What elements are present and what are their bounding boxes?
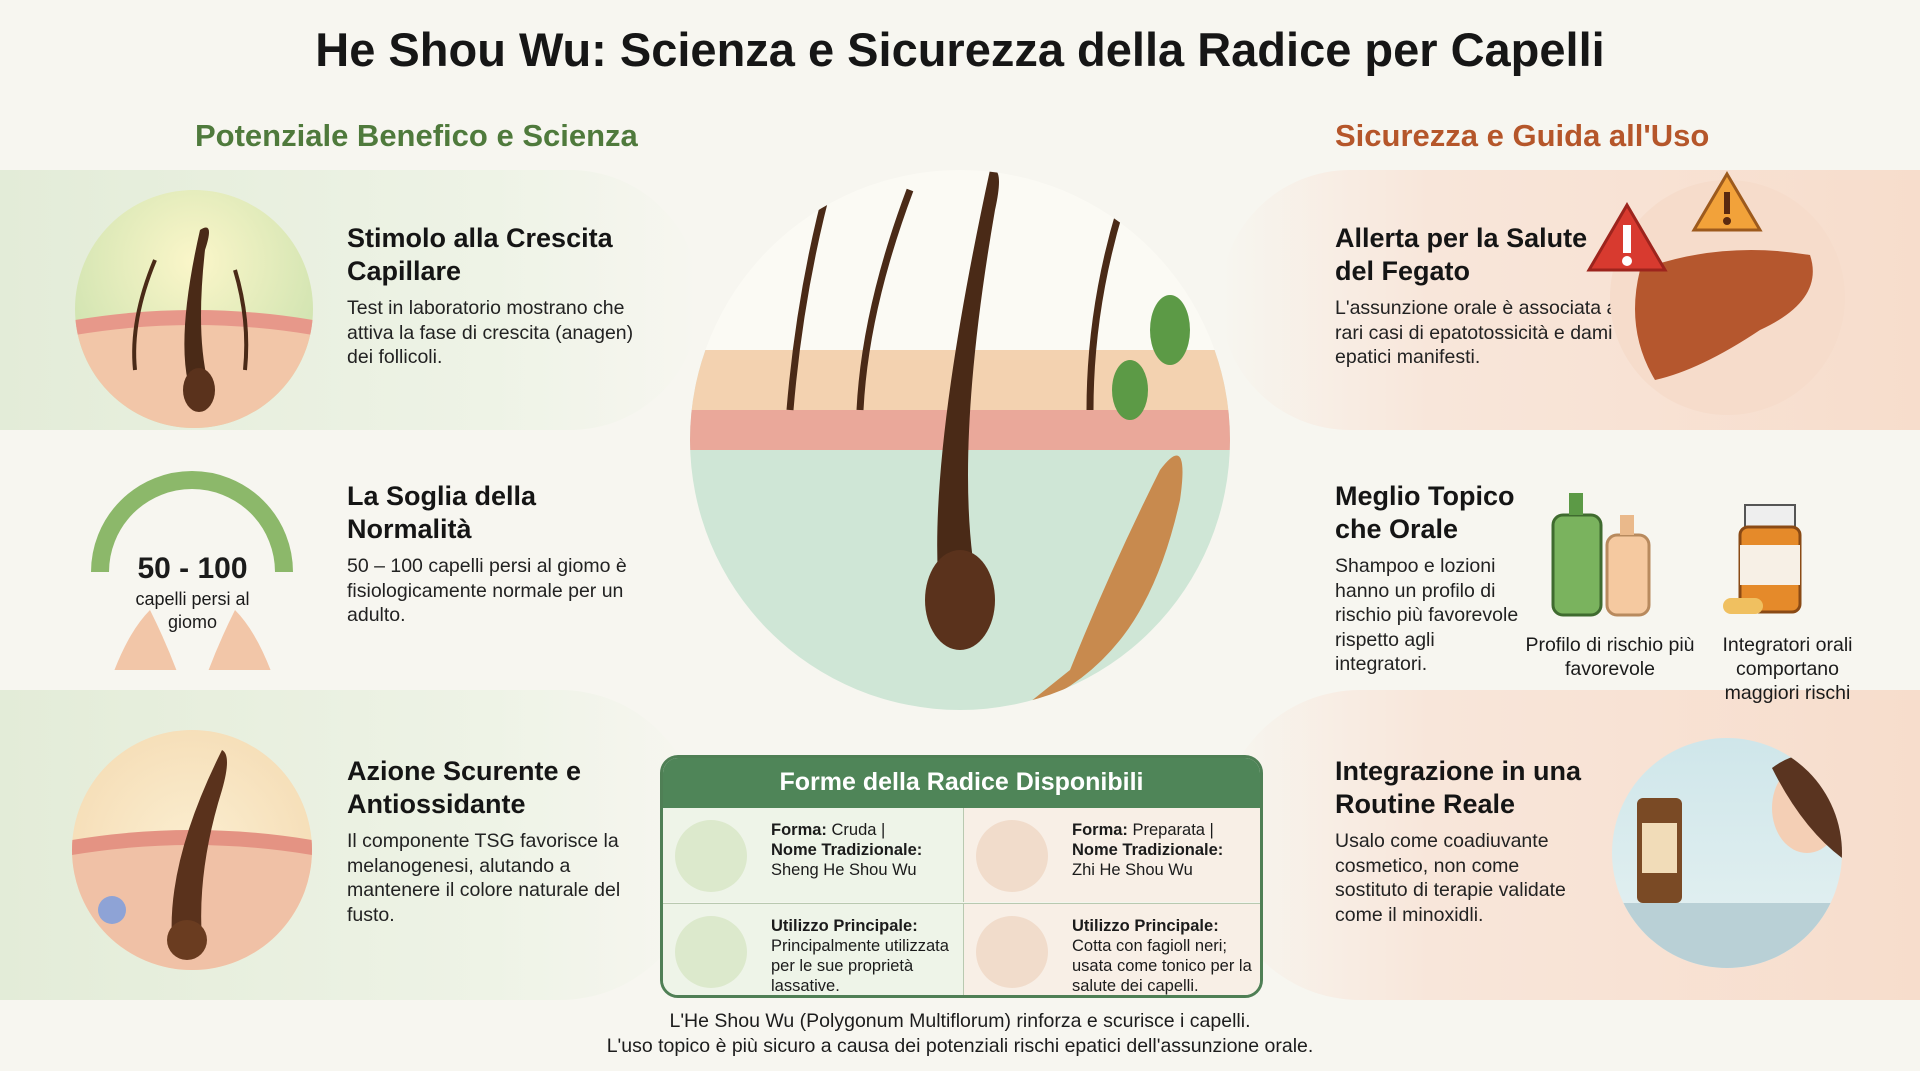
cell-value: Principalmente utilizzata per le sue pro… <box>771 937 949 995</box>
card-title: Allerta per la Salute del Fegato <box>1335 223 1588 286</box>
hair-growth-illustration <box>75 190 313 428</box>
root-forms-table: Forme della Radice Disponibili Forma: Cr… <box>660 755 1263 998</box>
cell-value: Zhi He Shou Wu <box>1072 861 1193 879</box>
melanin-illustration <box>72 730 312 970</box>
bathroom-routine-illustration <box>1612 738 1842 968</box>
prepared-root-icon <box>976 820 1048 892</box>
cell-label: Forma: <box>771 821 827 839</box>
card-title: Azione Scurente e Antiossidante <box>347 756 582 819</box>
table-cell-prepared-form: Forma: Preparata | Nome Tradizionale: Zhi … <box>963 808 1260 902</box>
root-icon <box>675 916 747 988</box>
topical-caption: Profilo di rischio più favorevole <box>1525 634 1695 680</box>
card-text: Test in laboratorio mostrano che attiva … <box>347 297 634 368</box>
card-title: Meglio Topico che Orale <box>1335 481 1515 544</box>
table-cell-raw-form: Forma: Cruda | Nome Tradizionale: Sheng He… <box>663 808 963 902</box>
card-liver-alert: Allerta per la Salute del Fegato L'assun… <box>1335 222 1625 370</box>
cell-value: Preparata | <box>1127 821 1214 839</box>
warning-icon <box>1586 202 1668 272</box>
cell-label: Forma: <box>1072 821 1128 839</box>
black-beans-bowl-icon <box>976 916 1048 988</box>
footer-line-1: L'He Shou Wu (Polygonum Multiflorum) rin… <box>669 1010 1251 1032</box>
left-heading: Potenziale Benefico e Scienza <box>195 118 638 153</box>
table-cell-raw-use: Utilizzo Principale: Principalmente utili… <box>663 903 963 995</box>
card-normal-threshold: La Soglia della Normalità 50 – 100 capel… <box>347 480 637 628</box>
footer-line-2: L'uso topico è più sicuro a causa dei po… <box>606 1035 1314 1057</box>
threshold-value: 50 - 100 <box>137 552 248 585</box>
table-title: Forme della Radice Disponibili <box>663 758 1260 808</box>
card-darkening: Azione Scurente e Antiossidante Il compo… <box>347 755 637 927</box>
cell-value: Cotta con fagioll neri; usata come tonic… <box>1072 937 1252 995</box>
card-title: La Soglia della Normalità <box>347 481 537 544</box>
card-text: Shampoo e lozioni hanno un profilo di ri… <box>1335 555 1519 675</box>
card-routine: Integrazione in una Routine Reale Usalo … <box>1335 755 1595 927</box>
card-topical-vs-oral: Meglio Topico che Orale Shampoo e lozion… <box>1335 480 1520 677</box>
hair-follicle-root-illustration <box>690 170 1230 710</box>
cell-label: Utilizzo Principale: <box>771 917 918 935</box>
cell-label: Utilizzo Principale: <box>1072 917 1219 935</box>
card-title: Stimolo alla Crescita Capillare <box>347 223 613 286</box>
right-heading: Sicurezza e Guida all'Uso <box>1335 118 1710 153</box>
card-hair-growth: Stimolo alla Crescita Capillare Test in … <box>347 222 637 370</box>
warning-icon <box>1691 171 1763 232</box>
card-text: Il componente TSG favorisce la melanogen… <box>347 830 621 926</box>
card-title: Integrazione in una Routine Reale <box>1335 756 1582 819</box>
cell-label: Nome Tradizionale: <box>771 841 923 859</box>
hair-loss-threshold-gauge: 50 - 100 capelli persi al giomo <box>80 460 305 715</box>
shampoo-bottles-icon <box>1551 493 1651 617</box>
threshold-label: capelli persi al giomo <box>135 589 250 632</box>
cell-label: Nome Tradizionale: <box>1072 841 1224 859</box>
oral-supplement-bottle-icon <box>1723 504 1802 614</box>
cell-value: Sheng He Shou Wu <box>771 861 917 879</box>
raw-root-icon <box>675 820 747 892</box>
card-text: Usalo come coadiuvante cosmetico, non co… <box>1335 830 1566 926</box>
card-text: L'assunzione orale è associata a rari ca… <box>1335 297 1618 368</box>
oral-caption: Integratori orali comportano maggiori ri… <box>1722 634 1853 704</box>
cell-value: Cruda | <box>826 821 886 839</box>
page-title: He Shou Wu: Scienza e Sicurezza della Ra… <box>315 23 1605 76</box>
table-cell-prepared-use: Utilizzo Principale: Cotta con fagioll ne… <box>963 903 1260 995</box>
card-text: 50 – 100 capelli persi al giomo è fisiol… <box>347 555 627 626</box>
